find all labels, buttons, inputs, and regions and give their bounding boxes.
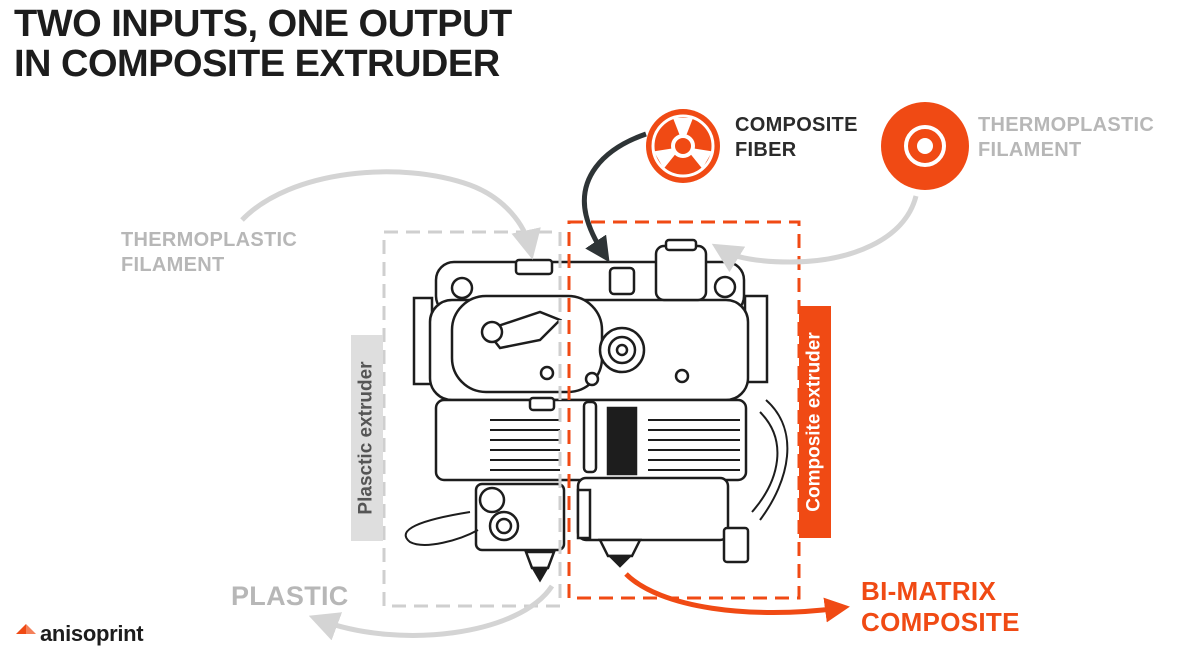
bi-matrix-composite-label: BI-MATRIX COMPOSITE	[861, 576, 1020, 638]
composite-extruder-tab: Composite extruder	[799, 306, 831, 538]
thermoplastic-filament-label-left: THERMOPLASTIC FILAMENT	[121, 228, 297, 278]
thermoplastic-left-line-2: FILAMENT	[121, 254, 225, 276]
composite-fiber-label: COMPOSITE FIBER	[735, 113, 858, 163]
arrow-thermoplastic-right	[711, 195, 919, 273]
title-line-1: TWO INPUTS, ONE OUTPUT	[14, 3, 512, 45]
anisoprint-logo-icon	[16, 624, 36, 634]
brand-logo-text: anisoprint	[40, 621, 144, 646]
plastic-extruder-tab: Plasctic extruder	[351, 335, 383, 541]
plastic-extruder-label: Plasctic extruder	[356, 361, 378, 515]
plastic-extruder-frame	[382, 230, 562, 608]
extruder-illustration	[404, 238, 789, 583]
bi-matrix-line-2: COMPOSITE	[861, 607, 1020, 637]
brand-logo: anisoprint	[40, 621, 144, 647]
title-line-2: IN COMPOSITE EXTRUDER	[14, 43, 500, 85]
filament-disc-icon	[881, 102, 969, 190]
page-title: TWO INPUTS, ONE OUTPUT IN COMPOSITE EXTR…	[14, 4, 512, 84]
thermoplastic-right-line-2: FILAMENT	[978, 139, 1082, 161]
spool-icon	[646, 109, 720, 183]
composite-fiber-line-2: FIBER	[735, 139, 797, 161]
thermoplastic-left-line-1: THERMOPLASTIC	[121, 229, 298, 251]
arrow-bimatrix-output	[624, 572, 850, 623]
composite-fiber-line-1: COMPOSITE	[735, 114, 858, 136]
bi-matrix-line-1: BI-MATRIX	[861, 576, 997, 606]
arrow-composite-fiber	[581, 131, 647, 263]
arrow-plastic-output	[308, 584, 555, 641]
arrow-thermoplastic-left	[240, 169, 541, 260]
plastic-output-label: PLASTIC	[231, 581, 349, 611]
thermoplastic-filament-label-right: THERMOPLASTIC FILAMENT	[978, 113, 1154, 163]
thermoplastic-right-line-1: THERMOPLASTIC	[978, 114, 1155, 136]
composite-extruder-label: Composite extruder	[804, 332, 826, 512]
